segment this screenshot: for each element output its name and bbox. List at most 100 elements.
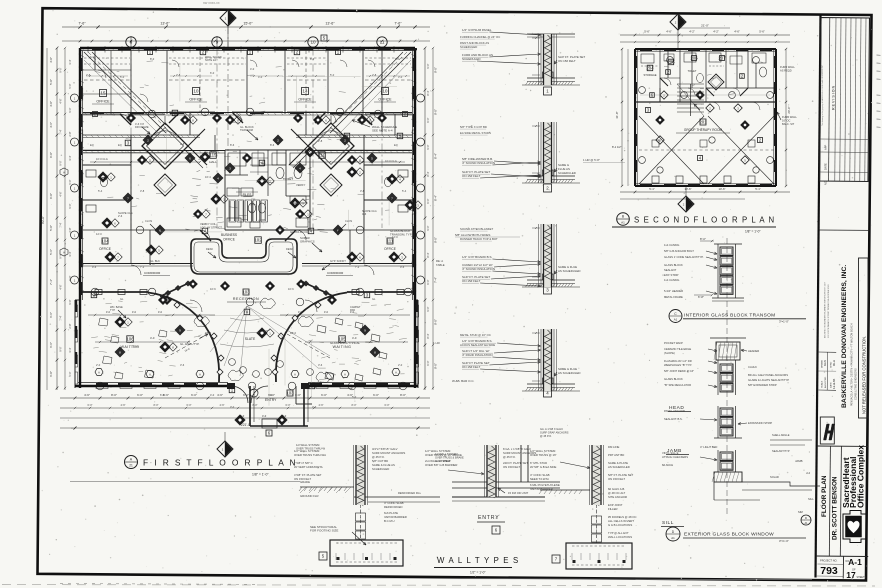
svg-text:5/8" JOINT REINF @ 16": 5/8" JOINT REINF @ 16" <box>664 369 694 373</box>
svg-text:9'-0": 9'-0" <box>434 237 438 243</box>
svg-text:CERAMIC TILE EDGE: CERAMIC TILE EDGE <box>664 347 691 351</box>
svg-text:1: 1 <box>225 16 227 20</box>
svg-text:SILL: SILL <box>808 497 814 501</box>
svg-text:5/8" TYPE X GYP BD: 5/8" TYPE X GYP BD <box>460 125 487 129</box>
svg-text:31'-8": 31'-8" <box>615 111 619 118</box>
svg-text:10: 10 <box>383 89 388 94</box>
svg-text:LOC. W/ STRUCT: LOC. W/ STRUCT <box>200 226 222 230</box>
svg-text:APP: APP <box>824 145 828 150</box>
svg-text:SEE NOTE A-4: SEE NOTE A-4 <box>372 129 393 133</box>
svg-text:NOTE 2A: NOTE 2A <box>205 58 216 62</box>
svg-text:3'-0: 3'-0 <box>230 405 235 409</box>
svg-text:4'-0: 4'-0 <box>250 67 255 71</box>
svg-text:3'-6: 3'-6 <box>180 363 185 367</box>
svg-text:115: 115 <box>210 153 218 158</box>
svg-text:OF: OF <box>852 568 856 572</box>
svg-text:SAME &: SAME & <box>558 163 569 167</box>
svg-text:GA. A 1 5/8 X GALV: GA. A 1 5/8 X GALV <box>540 427 563 431</box>
svg-text:OVER TRUSS & BRAKE: OVER TRUSS & BRAKE <box>435 456 464 460</box>
svg-text:ON 15# FELT: ON 15# FELT <box>503 465 520 469</box>
svg-text:7 5/8"x7 5/8" C: 7 5/8"x7 5/8" C <box>294 461 313 465</box>
svg-text:7'-4": 7'-4" <box>59 222 63 227</box>
svg-text:FLOOR PLAN: FLOOR PLAN <box>821 475 828 517</box>
svg-text:9: 9 <box>179 328 181 332</box>
svg-text:1/2 WALL SYSTEM: 1/2 WALL SYSTEM <box>296 443 320 447</box>
svg-text:1: 1 <box>74 96 76 100</box>
svg-text:2: 2 <box>269 179 271 183</box>
svg-text:GL. ENCL/TYP.: GL. ENCL/TYP. <box>180 342 200 346</box>
svg-text:103: 103 <box>286 391 294 396</box>
svg-text:EXP. STRIP: EXP. STRIP <box>664 273 679 277</box>
svg-text:DRAWN: DRAWN <box>821 359 824 368</box>
svg-text:A: A <box>63 250 65 254</box>
svg-text:6'-0": 6'-0" <box>286 404 291 407</box>
svg-text:3'-4": 3'-4" <box>68 251 72 256</box>
svg-text:2: 2 <box>683 202 685 206</box>
svg-text:W/ 5/8" G.B EA SIDE: W/ 5/8" G.B EA SIDE <box>530 465 556 469</box>
svg-text:5: 5 <box>399 134 402 139</box>
svg-text:B.C.M.U: B.C.M.U <box>384 519 395 523</box>
svg-text:12'-0: 12'-0 <box>392 235 398 239</box>
svg-text:FURR WALL: FURR WALL <box>780 65 795 69</box>
svg-text:2: 2 <box>759 138 762 143</box>
svg-text:1: 1 <box>74 140 76 144</box>
svg-text:BALC. SIT: BALC. SIT <box>782 122 795 126</box>
svg-text:8'-0": 8'-0" <box>253 404 258 407</box>
svg-text:6'-0": 6'-0" <box>88 404 93 407</box>
svg-text:GLARE & LIGHTS SEALANT/TYP: GLARE & LIGHTS SEALANT/TYP <box>748 378 789 382</box>
svg-text:GL: GL <box>372 297 376 301</box>
svg-text:103: 103 <box>242 290 250 295</box>
svg-text:DATE: DATE <box>830 382 833 388</box>
svg-text:6'-0": 6'-0" <box>137 393 143 397</box>
svg-text:6'-0": 6'-0" <box>426 198 430 203</box>
svg-text:SCHEDULED: SCHEDULED <box>558 171 576 175</box>
svg-text:8'-4": 8'-4" <box>426 252 430 257</box>
svg-text:3: 3 <box>229 166 231 170</box>
svg-text:3'-0: 3'-0 <box>312 405 317 409</box>
svg-text:1 HR @ 5'-8": 1 HR @ 5'-8" <box>583 158 600 162</box>
svg-text:VAPOR BARRIER: VAPOR BARRIER <box>384 515 407 519</box>
svg-text:7: 7 <box>555 557 558 562</box>
svg-text:8'-6: 8'-6 <box>270 143 275 147</box>
svg-text:W/ VERT HORIZONTA: W/ VERT HORIZONTA <box>294 465 323 469</box>
svg-text:5/8" ALLOW BOTH SIDES: 5/8" ALLOW BOTH SIDES <box>455 233 490 237</box>
svg-text:221'-0": 221'-0" <box>241 423 252 427</box>
svg-text:BD ALL GALV PANEL ANCHORS: BD ALL GALV PANEL ANCHORS <box>748 373 788 377</box>
svg-text:4" SOUND INSULATION: 4" SOUND INSULATION <box>462 161 495 165</box>
svg-text:5'-4: 5'-4 <box>98 189 103 193</box>
svg-text:SOLAR: SOLAR <box>770 475 779 479</box>
svg-text:5: 5 <box>369 118 371 122</box>
svg-text:9'-0": 9'-0" <box>434 109 438 115</box>
svg-text:ATTACH CHECKERS: ATTACH CHECKERS <box>662 455 688 459</box>
svg-text:SILL: SILL <box>662 520 674 526</box>
svg-text:1/2" GYP BOARD B.S.: 1/2" GYP BOARD B.S. <box>462 339 493 343</box>
svg-text:2'-8": 2'-8" <box>68 227 72 232</box>
svg-text:7'-2: 7'-2 <box>140 265 145 269</box>
svg-text:TYP: TYP <box>110 308 115 312</box>
svg-text:12'-0: 12'-0 <box>96 232 102 236</box>
svg-text:WALL SCHEDULE: WALL SCHEDULE <box>372 125 397 129</box>
svg-text:GLASS BLOCK: GLASS BLOCK <box>664 263 683 267</box>
svg-text:W.&B. BAR O.C.: W.&B. BAR O.C. <box>452 379 475 383</box>
svg-text:OVER TRUSS THRU-W: OVER TRUSS THRU-W <box>296 447 325 451</box>
svg-text:OVER TRUSS @ 16": OVER TRUSS @ 16" <box>530 453 557 457</box>
svg-text:6'-0": 6'-0" <box>321 393 327 397</box>
svg-text:FOR FOOTING SIZE: FOR FOOTING SIZE <box>310 529 338 533</box>
svg-text:3"=1'-0": 3"=1'-0" <box>779 539 789 543</box>
svg-text:8'-0: 8'-0 <box>150 57 155 61</box>
svg-text:1x4 CASING: 1x4 CASING <box>664 243 679 247</box>
svg-text:SCALE: SCALE <box>821 380 824 388</box>
svg-text:GRADE: GRADE <box>300 480 310 484</box>
svg-text:OFFICE: OFFICE <box>384 247 396 251</box>
svg-text:(SLOPE): (SLOPE) <box>664 351 675 355</box>
svg-text:4: 4 <box>310 229 313 234</box>
svg-text:A1: A1 <box>804 522 808 525</box>
svg-text:6'-0": 6'-0" <box>426 117 430 122</box>
svg-text:2'-8": 2'-8" <box>68 323 72 328</box>
svg-text:793: 793 <box>820 565 838 577</box>
svg-text:1: 1 <box>127 320 129 324</box>
svg-text:AS REQD: AS REQD <box>780 69 792 73</box>
svg-text:9'-6: 9'-6 <box>400 265 405 269</box>
svg-text:5/8" EXPANDER STRIP: 5/8" EXPANDER STRIP <box>748 383 777 387</box>
svg-text:PAD: PAD <box>350 308 355 312</box>
